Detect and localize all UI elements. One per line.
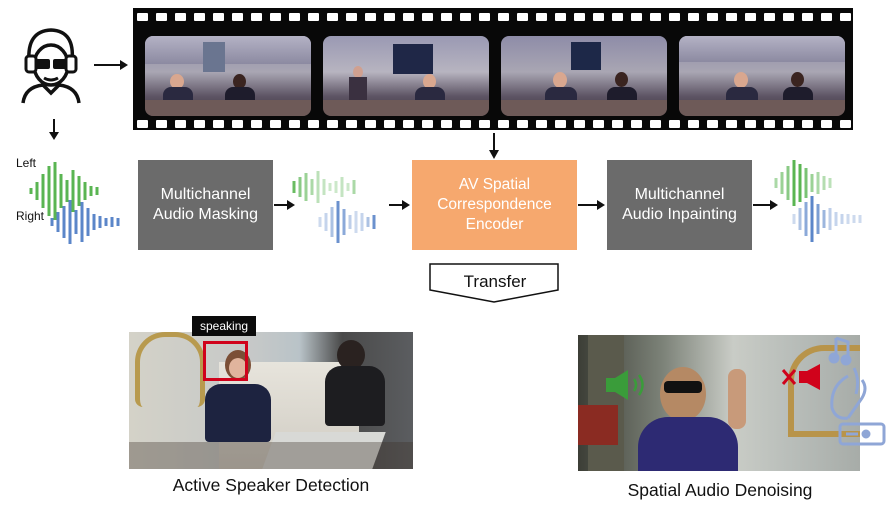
- video-frame-1: [145, 36, 311, 116]
- gramophone-music-icon: [828, 336, 886, 446]
- arrow-down-icon: [489, 133, 499, 159]
- inpainted-waveform: [774, 160, 862, 242]
- video-frame-2: [323, 36, 489, 116]
- arrow-right-icon: [94, 60, 128, 70]
- right-channel-label: Right: [16, 209, 45, 223]
- speaking-tag: speaking: [192, 316, 257, 336]
- film-perforations-bottom: [133, 119, 853, 129]
- left-channel-label: Left: [16, 156, 37, 170]
- glasses-wearer-icon: [21, 28, 81, 104]
- spatial-audio-denoising-caption: Spatial Audio Denoising: [627, 480, 813, 500]
- film-strip: [133, 8, 853, 130]
- video-frame-4: [679, 36, 845, 116]
- masked-waveform: [292, 171, 376, 243]
- speaker-on-icon: [606, 370, 644, 400]
- arrow-down-icon: [49, 119, 59, 140]
- transfer-label: Transfer: [463, 272, 527, 291]
- spatial-audio-denoising-image: [578, 335, 860, 471]
- multichannel-audio-inpainting-block: Multichannel Audio Inpainting: [607, 160, 752, 250]
- active-speaker-detection-caption: Active Speaker Detection: [172, 475, 370, 495]
- multichannel-audio-masking-block: Multichannel Audio Masking: [138, 160, 273, 250]
- speaker-muted-icon: [781, 364, 820, 390]
- input-waveform: [29, 162, 120, 244]
- transfer-arrow-shape: [429, 263, 559, 303]
- active-speaker-detection-image: [129, 332, 413, 469]
- speaking-tag-label: speaking: [200, 319, 249, 333]
- speaker-detection-box: [203, 341, 248, 381]
- arrow-right-icon: [389, 200, 410, 210]
- arrow-right-icon: [578, 200, 605, 210]
- arrow-right-icon: [274, 200, 295, 210]
- video-frame-3: [501, 36, 667, 116]
- arrow-right-icon: [753, 200, 778, 210]
- film-perforations-top: [133, 12, 853, 22]
- av-spatial-correspondence-encoder-block: AV Spatial Correspondence Encoder: [412, 160, 577, 250]
